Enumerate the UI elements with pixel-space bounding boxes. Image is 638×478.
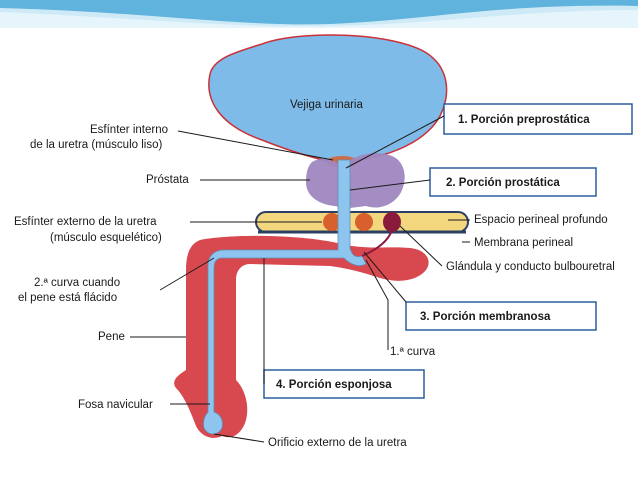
box-prostatic [429, 167, 597, 197]
box-membranous [405, 301, 597, 331]
label-penis: Pene [98, 331, 125, 343]
penis-shape [174, 235, 429, 438]
banner-swoosh-light [0, 10, 638, 28]
box-preprostatic [443, 103, 633, 135]
bulbourethral-gland [383, 212, 401, 232]
label-prostate: Próstata [146, 174, 189, 186]
external-sphincter-right [355, 213, 373, 231]
leader-second-curve [159, 257, 215, 291]
label-second-curve-1: 2.ª curva cuando [34, 277, 120, 289]
box-preprostatic-label: 1. Porción preprostática [458, 114, 590, 126]
leader-external-orifice [213, 433, 265, 443]
prostate-shape [306, 153, 405, 208]
banner-swoosh [0, 0, 638, 25]
leader-first-curve [365, 259, 389, 350]
leader-bulbourethral-gland [399, 225, 443, 267]
urethra-channel [203, 159, 367, 435]
label-navicular-fossa: Fosa navicular [78, 399, 153, 411]
label-first-curve: 1.ª curva [390, 346, 436, 358]
box-membranous-label: 3. Porción membranosa [420, 311, 551, 323]
label-bulbourethral-gland: Glándula y conducto bulbouretral [446, 261, 615, 273]
label-external-sphincter-1: Esfínter externo de la uretra [14, 216, 157, 228]
header-banner [0, 0, 638, 28]
leader-membranous [363, 251, 407, 303]
leader-prostatic [349, 179, 431, 191]
label-external-orifice: Orificio externo de la uretra [268, 437, 407, 449]
label-deep-perineal-space: Espacio perineal profundo [474, 214, 608, 226]
external-sphincter-left [323, 213, 341, 231]
label-bladder: Vejiga urinaria [290, 99, 363, 111]
leader-preprostatic [345, 115, 445, 169]
label-perineal-membrane: Membrana perineal [474, 237, 573, 249]
label-external-sphincter-2: (músculo esquelético) [50, 232, 162, 244]
box-spongy [263, 369, 425, 399]
label-internal-sphincter-2: de la uretra (músculo liso) [30, 139, 162, 151]
leader-internal-sphincter [177, 130, 334, 161]
label-internal-sphincter-1: Esfínter interno [90, 124, 168, 136]
box-prostatic-label: 2. Porción prostática [446, 177, 560, 189]
label-second-curve-2: el pene está flácido [18, 292, 117, 304]
box-spongy-label: 4. Porción esponjosa [276, 379, 392, 391]
